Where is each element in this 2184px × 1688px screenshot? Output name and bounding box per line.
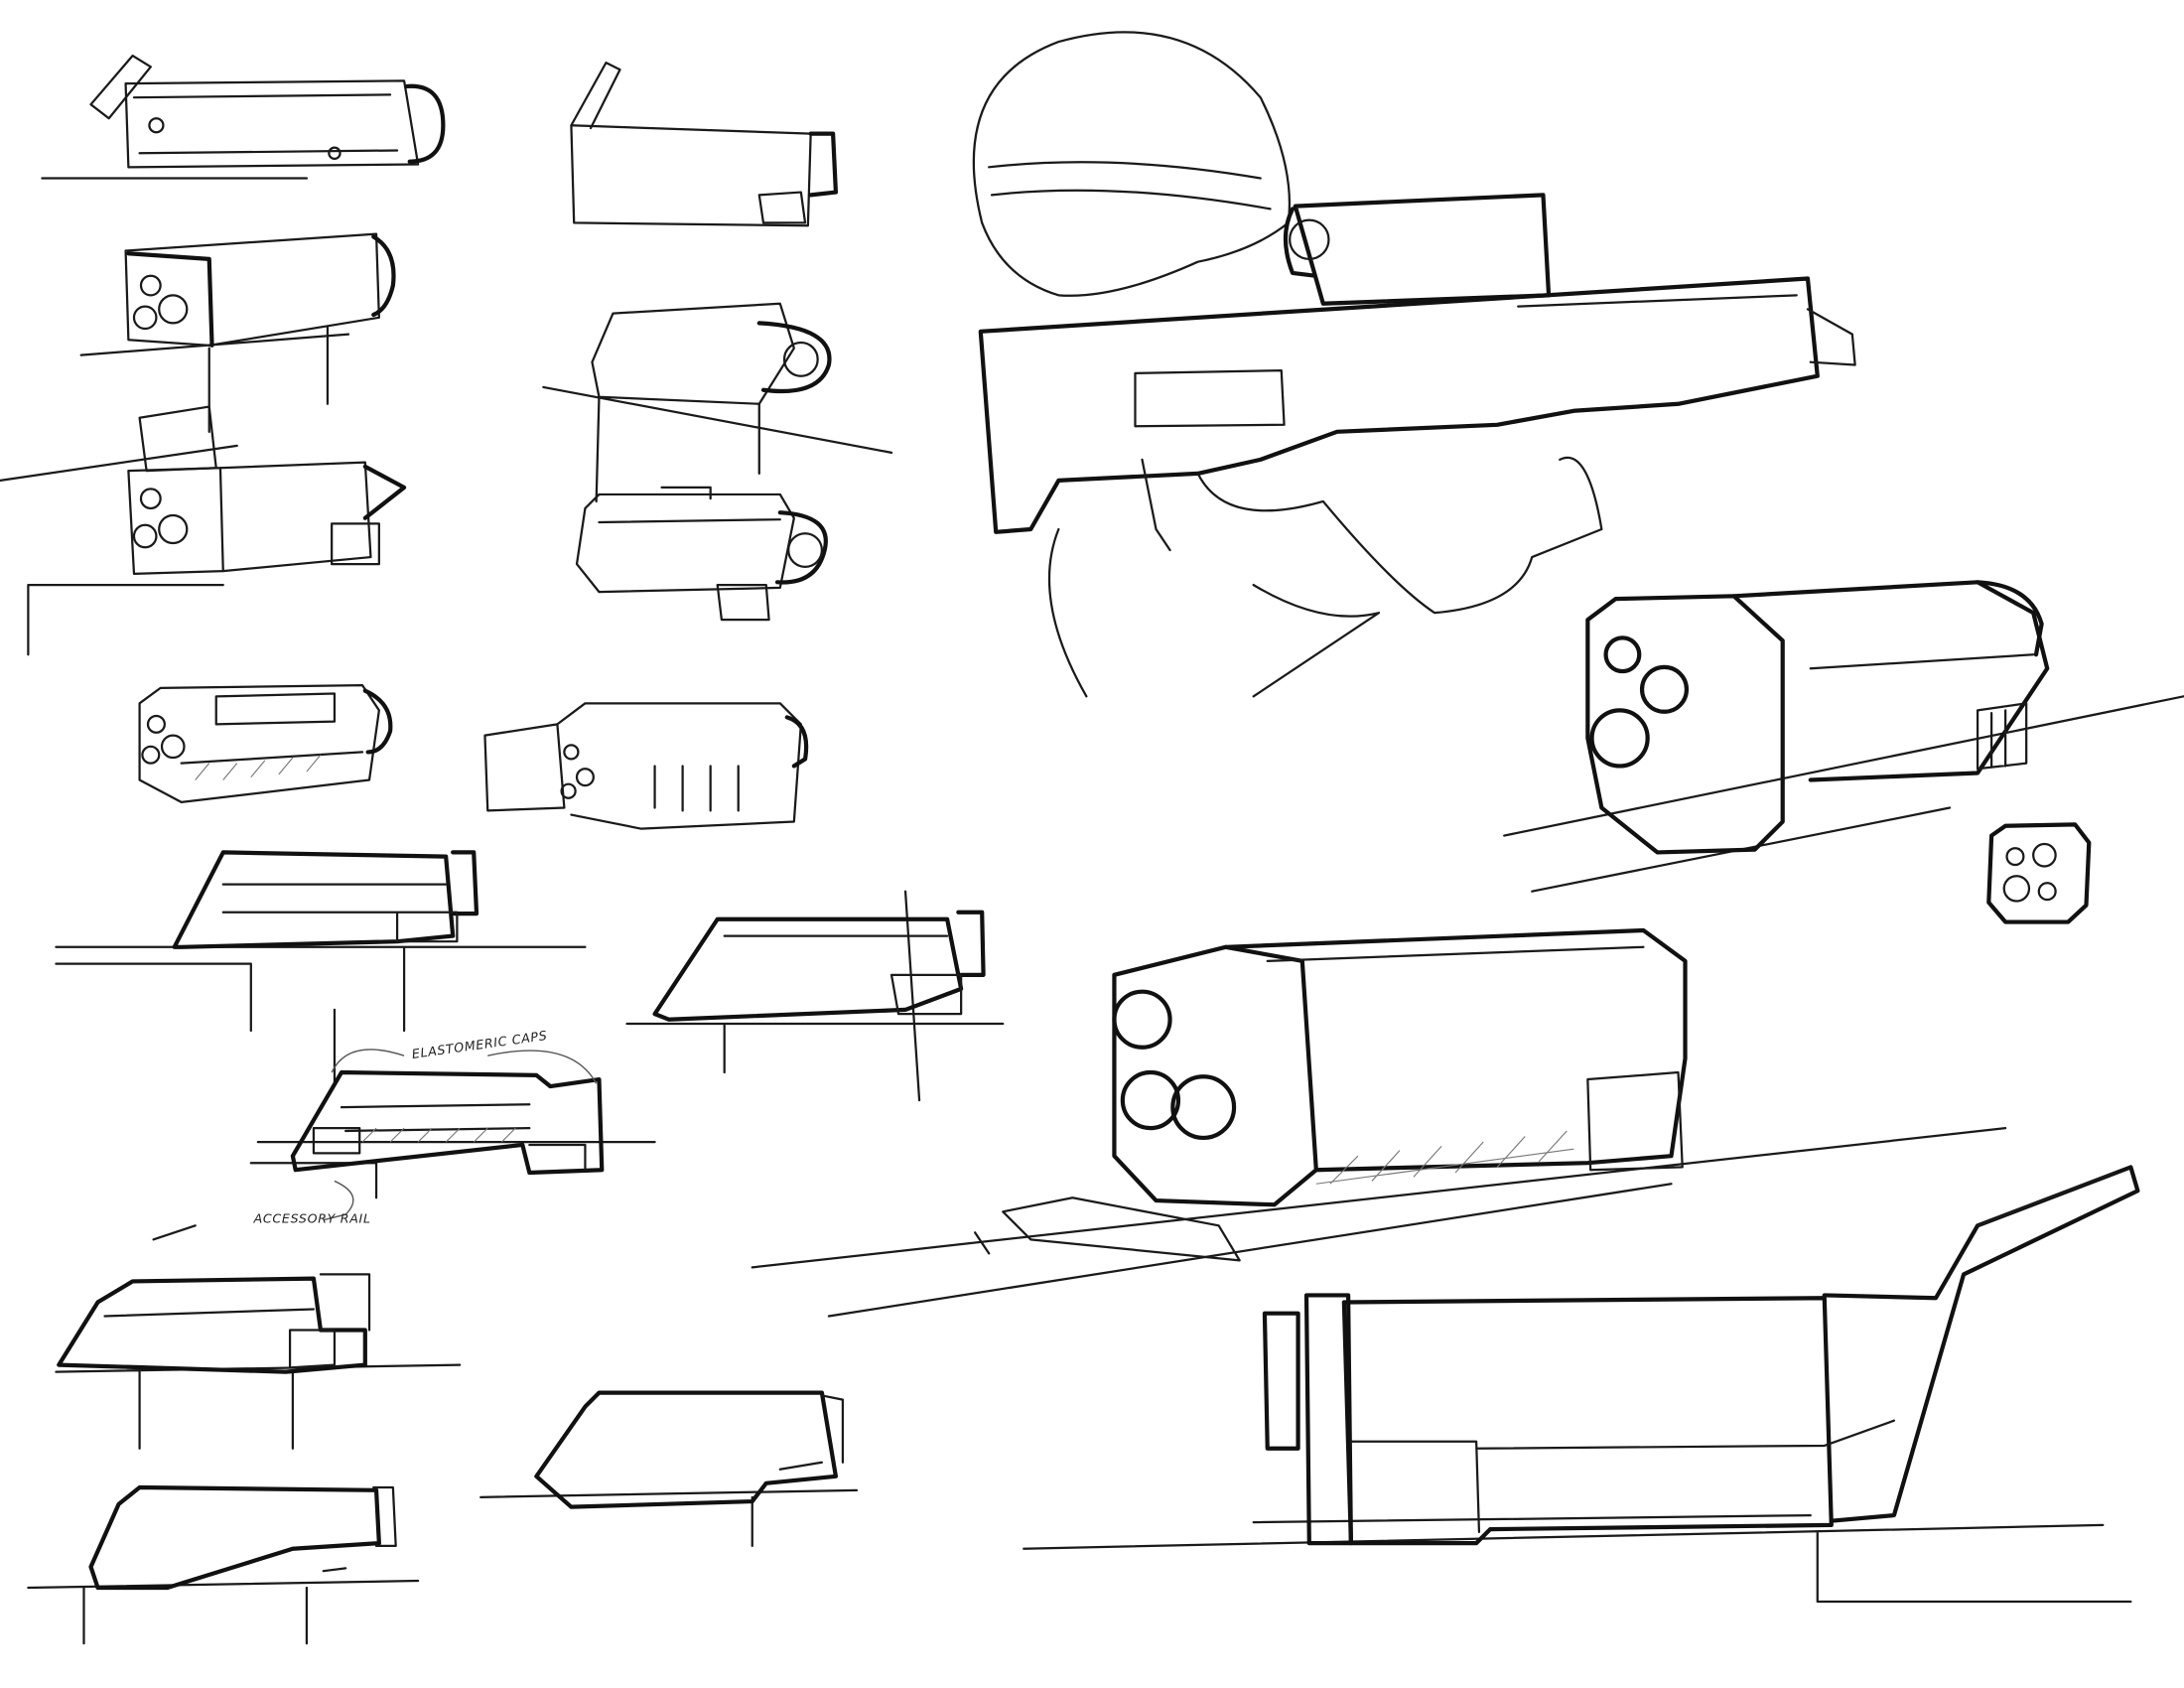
sketch-profile-2 <box>625 890 1005 1102</box>
sketch-scope-front-view <box>1986 822 2092 924</box>
sketch-soldier-launcher <box>972 31 1856 698</box>
sketch-profile-4 <box>27 1484 420 1645</box>
sketch-scope-6 <box>542 302 893 503</box>
sketch-profile-5 <box>479 1390 859 1548</box>
sketch-profile-3 <box>55 1224 462 1450</box>
annotation-elastomeric-caps: ELASTOMERIC CAPS <box>411 1028 548 1061</box>
sketch-scope-5 <box>570 61 839 227</box>
sketch-scope-large-profile <box>1023 1165 2140 1604</box>
sketch-scope-4 <box>138 683 393 804</box>
sketch-scope-3 <box>0 405 407 656</box>
sketch-scope-2 <box>79 232 396 433</box>
sketch-profile-1 <box>55 850 587 1033</box>
sketch-profile-annotated: ELASTOMERIC CAPS ACCESSORY RAIL <box>249 1008 656 1226</box>
annotation-accessory-rail: ACCESSORY RAIL <box>253 1211 371 1226</box>
sketch-scope-large-2 <box>751 927 2007 1318</box>
sketch-scope-8 <box>483 702 809 830</box>
sketch-scope-large-1 <box>1503 580 2184 893</box>
sketch-scope-1 <box>41 54 446 180</box>
sketch-scope-7 <box>575 486 828 622</box>
